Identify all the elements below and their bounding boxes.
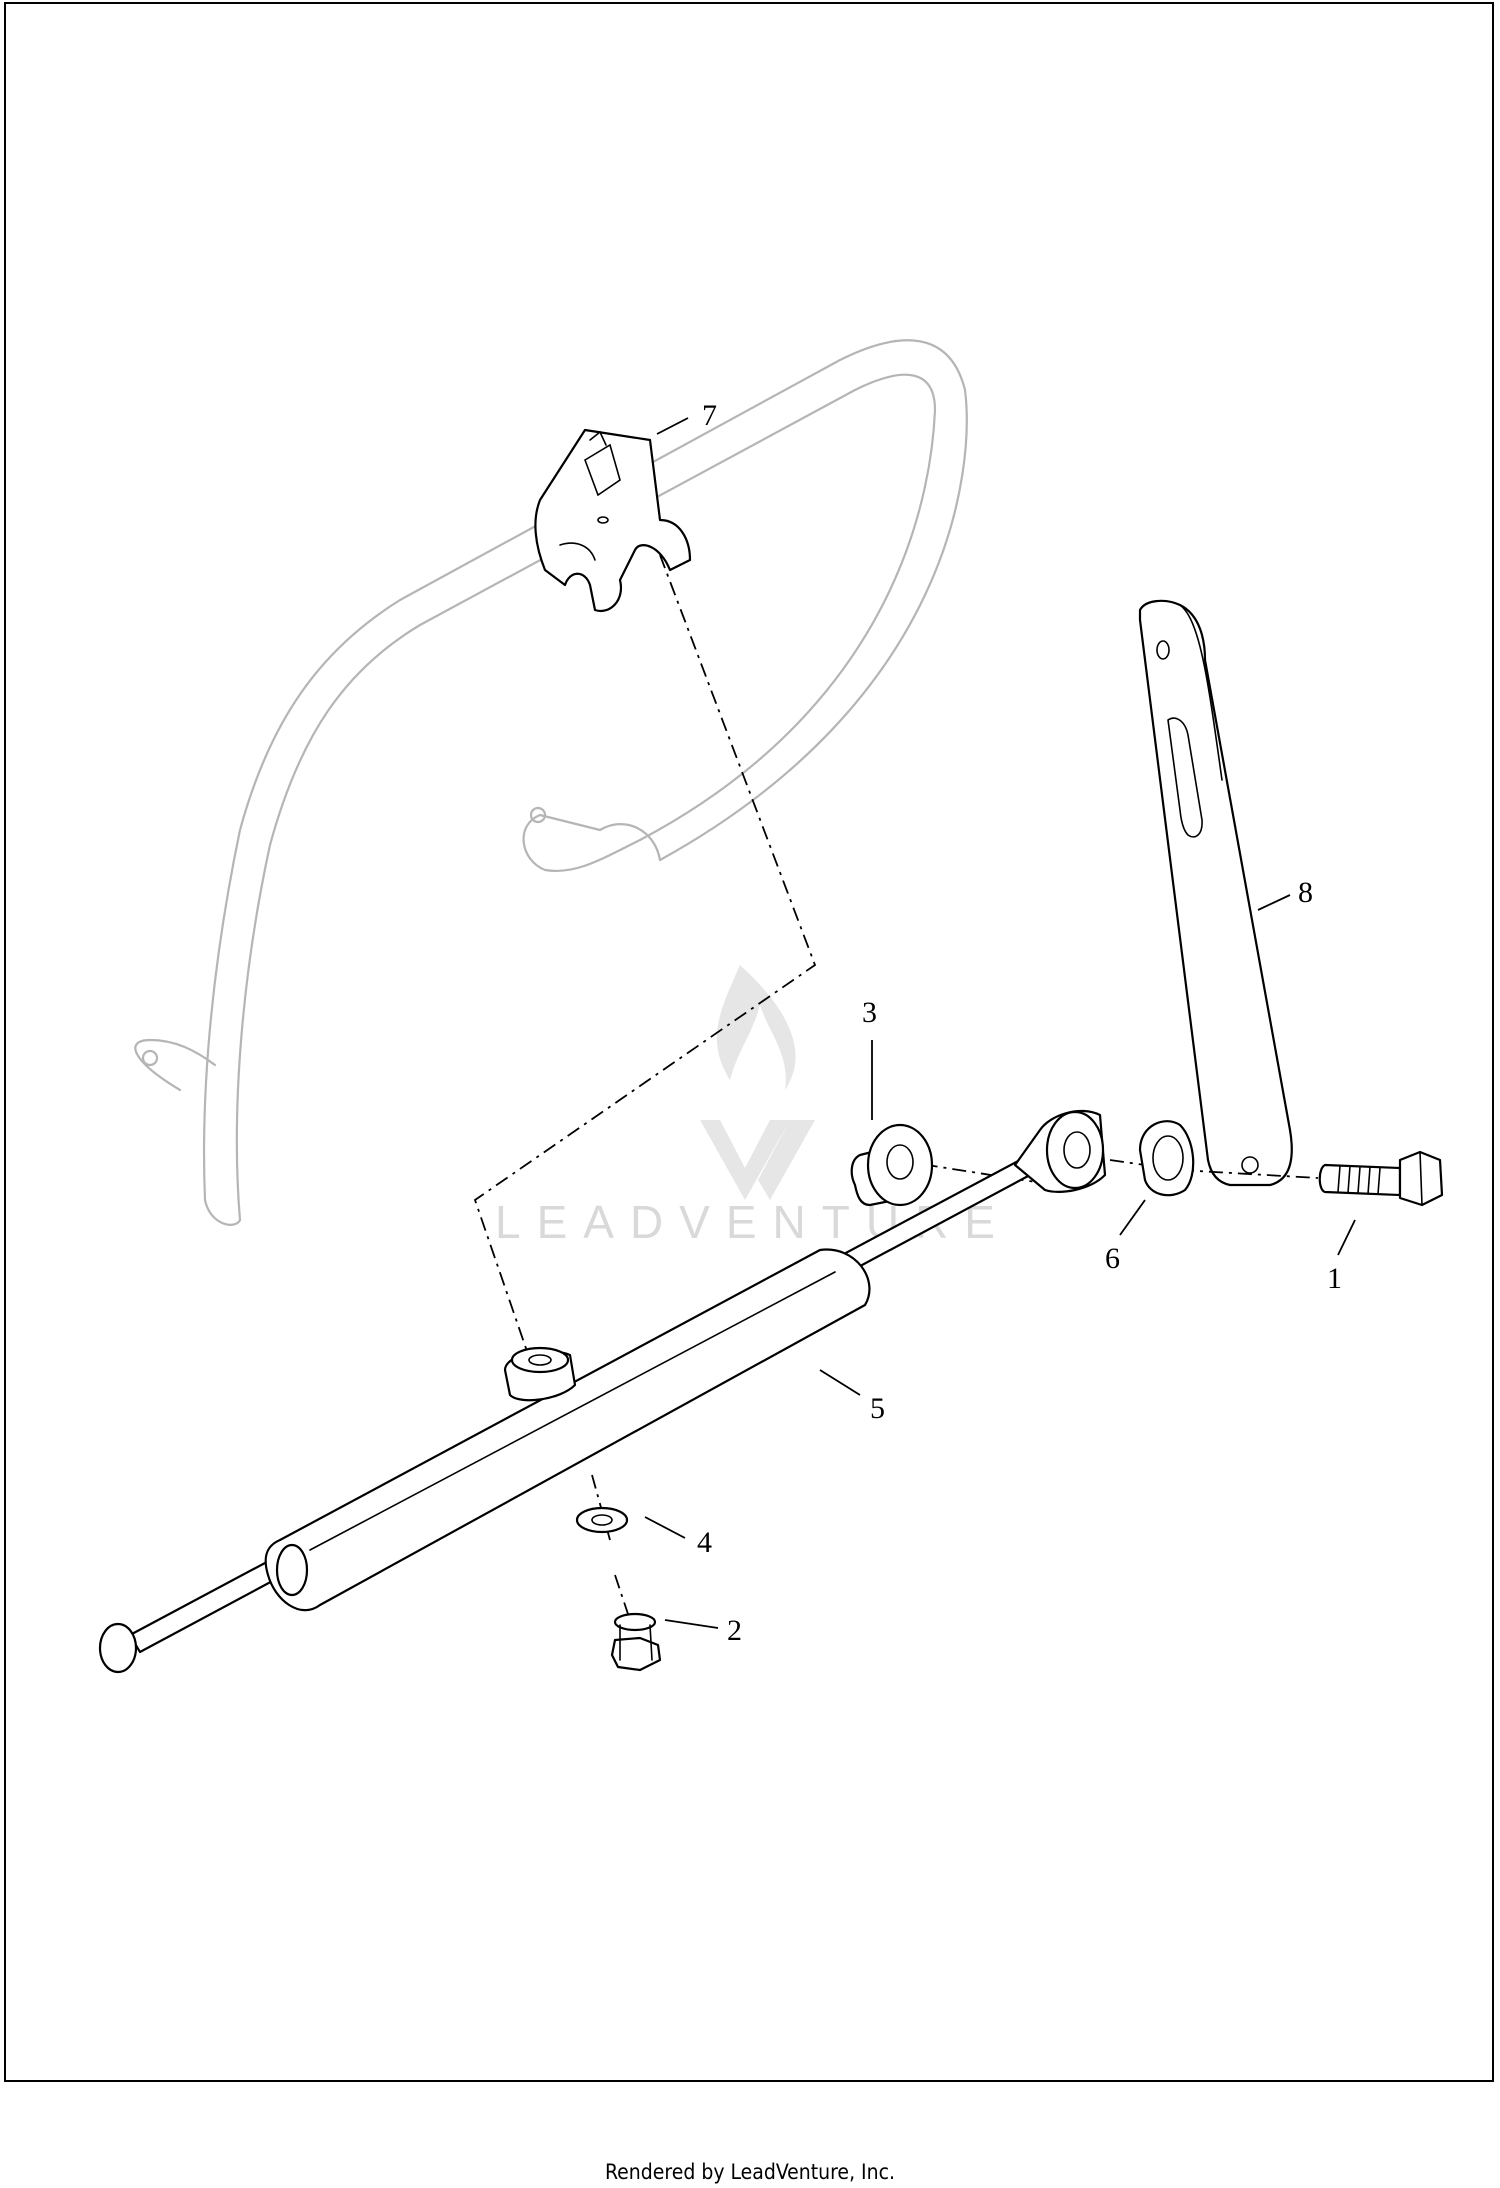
callout-6: 6 xyxy=(1105,1242,1120,1275)
part-6-spacer[interactable] xyxy=(1138,1120,1195,1197)
crash-bar-outline xyxy=(134,339,968,1226)
part-1-bolt[interactable] xyxy=(1318,1150,1444,1207)
part-4-washer[interactable] xyxy=(575,1506,629,1534)
part-7-clamp-bracket[interactable] xyxy=(534,428,692,613)
leader-lines xyxy=(644,417,1356,1629)
callout-4: 4 xyxy=(697,1526,712,1559)
part-3-bushing[interactable] xyxy=(850,1123,934,1207)
part-8-mounting-plate[interactable] xyxy=(1138,599,1293,1187)
watermark-v-logo-icon xyxy=(700,1120,815,1200)
callout-3: 3 xyxy=(862,996,877,1029)
part-5-steering-damper[interactable] xyxy=(98,1110,1107,1674)
callout-5: 5 xyxy=(870,1392,885,1425)
diagram-frame xyxy=(4,2,1494,2082)
watermark-flame-icon xyxy=(716,965,796,1090)
callout-7: 7 xyxy=(702,399,717,432)
callout-labels: 7 8 3 6 1 5 4 2 xyxy=(697,399,1342,1647)
callout-8: 8 xyxy=(1298,876,1313,909)
callout-2: 2 xyxy=(727,1614,742,1647)
part-2-flange-nut[interactable] xyxy=(610,1612,662,1672)
footer-credit: Rendered by LeadVenture, Inc. xyxy=(605,2160,895,2184)
callout-1: 1 xyxy=(1327,1262,1342,1295)
